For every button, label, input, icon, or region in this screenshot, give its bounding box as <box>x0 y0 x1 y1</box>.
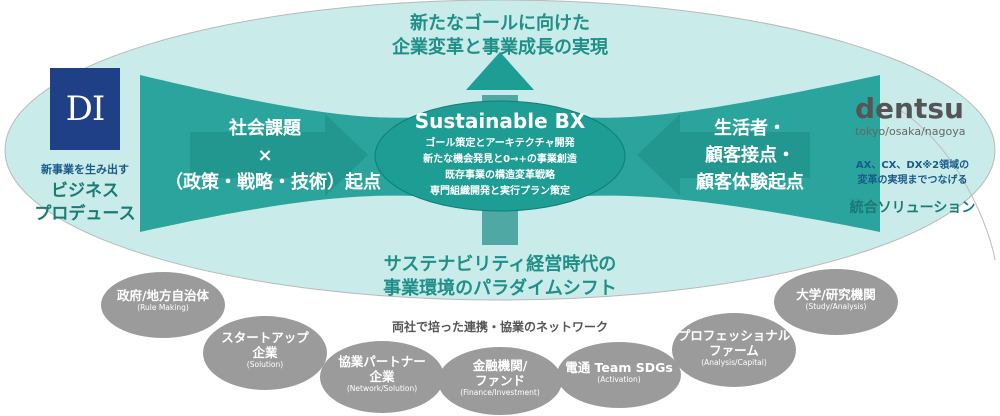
bottom-title-line-1: サステナビリティ経営時代の <box>383 254 617 275</box>
right-arrow-text: 生活者・ 顧客接点・ 顧客体験起点 <box>665 115 835 196</box>
partner-4: 電通 Team SDGs (Activation) <box>559 360 679 385</box>
bottom-title-line-2: 事業環境のパラダイムシフト <box>383 278 617 299</box>
right-arrow-line-3: 顧客体験起点 <box>696 172 804 193</box>
partner-0: 政府/地方自治体 (Rule Making) <box>103 288 223 313</box>
partner-bubble-4 <box>557 342 681 408</box>
partner-title: スタートアップ <box>221 330 309 345</box>
partner-6: 大学/研究機関 (Study/Analysis) <box>776 287 896 312</box>
partner-title: 企業 <box>369 369 395 384</box>
partner-sub: (Study/Analysis) <box>805 302 867 311</box>
dentsu-logo: dentsu <box>855 92 964 125</box>
partner-sub: (Rule Making) <box>137 303 189 312</box>
left-role-line-1: ビジネス <box>51 181 119 201</box>
left-arrow-text: 社会課題 × （政策・戦略・技術）起点 <box>165 115 381 196</box>
right-curve <box>899 109 996 261</box>
top-title: 新たなゴールに向けた 企業変革と事業成長の実現 <box>360 12 640 60</box>
partner-5: プロフェッショナル ファーム (Analysis/Capital) <box>669 328 799 368</box>
center-items: ゴール策定とアーキテクチャ開発 新たな機会発見と0→+の事業創造 既存事業の構造… <box>380 136 620 200</box>
left-company-role: ビジネス プロデュース <box>20 180 150 226</box>
left-arrow-line-1: 社会課題 <box>229 118 301 139</box>
center-item: 新たな機会発見と0→+の事業創造 <box>423 154 577 165</box>
partner-title: 電通 Team SDGs <box>565 360 673 375</box>
right-company-caption: AX、CX、DX※2領域の 変革の実現までつなげる <box>835 158 990 188</box>
right-arrow-line-1: 生活者・ <box>714 118 786 139</box>
partner-3: 金融機関/ ファンド (Finance/Investment) <box>440 358 560 398</box>
network-label: 両社で培った連携・協業のネットワーク <box>391 320 608 334</box>
partner-sub: (Finance/Investment) <box>460 388 540 397</box>
dentsu-logo-sub: tokyo/osaka/nagoya <box>855 125 966 138</box>
center-item: 既存事業の構造変革戦略 <box>445 170 555 181</box>
partner-1: スタートアップ 企業 (Solution) <box>205 330 325 370</box>
left-arrow-line-3: （政策・戦略・技術）起点 <box>165 172 381 193</box>
partner-title: 大学/研究機関 <box>796 287 876 302</box>
partner-2: 協業パートナー 企業 (Network/Solution) <box>322 354 442 394</box>
partner-sub: (Network/Solution) <box>346 384 418 393</box>
right-arrow <box>637 114 810 196</box>
left-company-caption: 新事業を生み出す <box>41 163 129 176</box>
center-title: Sustainable BX <box>414 109 586 133</box>
left-arrow-line-2: × <box>257 145 273 166</box>
partner-bubble-2 <box>320 341 444 413</box>
partner-title: 金融機関/ <box>472 358 528 373</box>
right-company-role: 統合ソリューション <box>849 200 976 216</box>
partner-title: ファーム <box>709 343 759 358</box>
partner-sub: (Solution) <box>246 360 284 369</box>
partner-title: 政府/地方自治体 <box>116 288 210 303</box>
partner-title: ファンド <box>474 373 525 388</box>
partner-sub: (Analysis/Capital) <box>701 358 767 367</box>
top-title-line-2: 企業変革と事業成長の実現 <box>392 37 608 58</box>
partner-bubble-6 <box>774 269 898 335</box>
center-item: 専門組織開発と実行プラン策定 <box>430 186 570 197</box>
center-ellipse <box>374 100 626 212</box>
partner-sub: (Activation) <box>597 375 641 384</box>
right-caption-line-2: 変革の実現までつなげる <box>857 175 968 186</box>
partner-bubble-5 <box>672 313 796 387</box>
center-item: ゴール策定とアーキテクチャ開発 <box>425 138 575 149</box>
right-arrow-line-2: 顧客接点・ <box>705 145 795 166</box>
partner-title: プロフェッショナル <box>677 328 791 343</box>
left-role-line-2: プロデュース <box>34 204 136 224</box>
partner-title: 企業 <box>252 345 278 360</box>
partner-title: 協業パートナー <box>338 354 426 369</box>
right-caption-line-1: AX、CX、DX※2領域の <box>855 160 970 171</box>
top-title-line-1: 新たなゴールに向けた <box>410 13 590 34</box>
partner-bubble-3 <box>438 347 562 415</box>
partner-bubble-1 <box>203 316 327 390</box>
di-logo: DI <box>50 68 120 150</box>
partner-bubble-0 <box>101 272 225 338</box>
left-arrow <box>190 114 368 196</box>
up-arrow-head <box>466 52 534 90</box>
bottom-title: サステナビリティ経営時代の 事業環境のパラダイムシフト <box>330 253 670 301</box>
